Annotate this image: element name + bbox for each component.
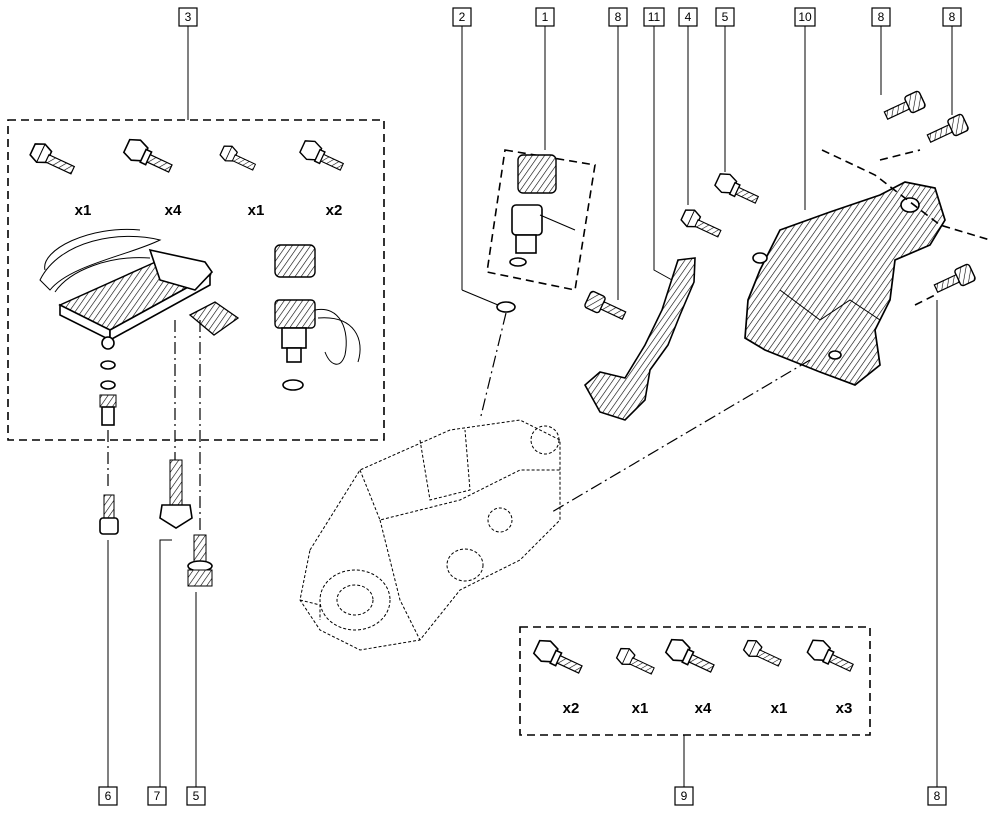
svg-text:6: 6 xyxy=(105,789,112,803)
callout-4: 4 xyxy=(678,7,698,27)
callout-8-b: 8 xyxy=(871,7,891,27)
kit-9-qty-2: x1 xyxy=(632,700,649,717)
sensor-1 xyxy=(509,154,576,267)
kit-9-qty-4: x1 xyxy=(771,700,788,717)
kit-3-qty-1: x1 xyxy=(75,202,92,219)
callout-8-c: 8 xyxy=(942,7,962,27)
svg-text:3: 3 xyxy=(185,10,192,24)
kit-9-bolts xyxy=(531,635,858,679)
callout-10: 10 xyxy=(794,7,816,27)
bracket-11 xyxy=(583,257,696,421)
callout-11: 11 xyxy=(643,7,665,27)
svg-text:2: 2 xyxy=(459,10,466,24)
svg-text:1: 1 xyxy=(542,10,549,24)
svg-text:8: 8 xyxy=(949,10,956,24)
kit-3-qty-4: x2 xyxy=(326,202,343,219)
callout-8-bottom: 8 xyxy=(927,786,947,806)
stud-7 xyxy=(159,459,193,529)
callout-6: 6 xyxy=(98,786,118,806)
callout-2: 2 xyxy=(452,7,472,27)
svg-text:9: 9 xyxy=(681,789,688,803)
stud-5 xyxy=(187,534,213,587)
svg-text:10: 10 xyxy=(798,10,812,24)
svg-text:11: 11 xyxy=(648,10,661,24)
svg-text:8: 8 xyxy=(934,789,941,803)
svg-text:5: 5 xyxy=(722,10,729,24)
kit-3-frame xyxy=(7,119,385,441)
bolt-4 xyxy=(678,206,725,241)
callout-5-top: 5 xyxy=(715,7,735,27)
control-module xyxy=(39,228,240,426)
svg-text:8: 8 xyxy=(615,10,622,24)
kit-9-qty-3: x4 xyxy=(695,700,712,717)
kit-9-frame xyxy=(519,626,871,736)
callout-9: 9 xyxy=(674,786,694,806)
kit-3-qty-3: x1 xyxy=(248,202,265,219)
kit-3-qty-2: x4 xyxy=(165,202,182,219)
bolt-6 xyxy=(99,494,119,535)
callout-8-a: 8 xyxy=(608,7,628,27)
svg-text:7: 7 xyxy=(154,789,161,803)
bolt-8-upper-b xyxy=(924,112,970,148)
bolt-8-upper-a xyxy=(881,89,927,125)
callout-3: 3 xyxy=(178,7,198,27)
kit-9-qty-5: x3 xyxy=(836,700,853,717)
bolt-8-left xyxy=(583,289,629,325)
callout-1: 1 xyxy=(535,7,555,27)
callout-7: 7 xyxy=(147,786,167,806)
svg-text:4: 4 xyxy=(685,10,692,24)
stop-solenoid xyxy=(274,244,361,391)
callout-5-bottom: 5 xyxy=(186,786,206,806)
injection-pump xyxy=(299,419,561,651)
kit-3-bolts xyxy=(27,135,348,179)
kit-9-qty-1: x2 xyxy=(563,700,580,717)
svg-text:5: 5 xyxy=(193,789,200,803)
svg-text:8: 8 xyxy=(878,10,885,24)
bolt-8-right xyxy=(931,262,977,298)
bolt-5-top xyxy=(712,169,763,208)
washer-2 xyxy=(496,301,516,313)
main-bracket-10 xyxy=(744,181,946,386)
